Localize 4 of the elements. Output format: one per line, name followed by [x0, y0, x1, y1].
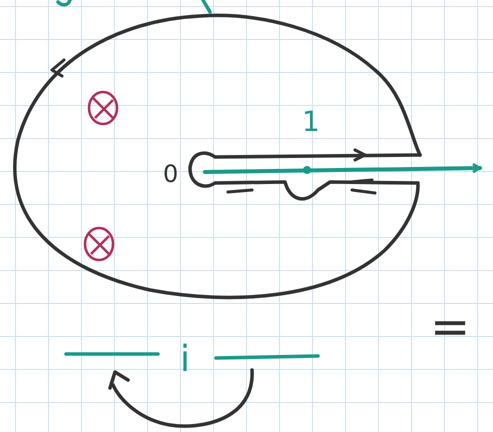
equals-sign: = [430, 303, 470, 351]
axis-label: 0 [163, 162, 178, 186]
point-label: i [180, 342, 190, 378]
axis-label: 1 [302, 108, 320, 136]
